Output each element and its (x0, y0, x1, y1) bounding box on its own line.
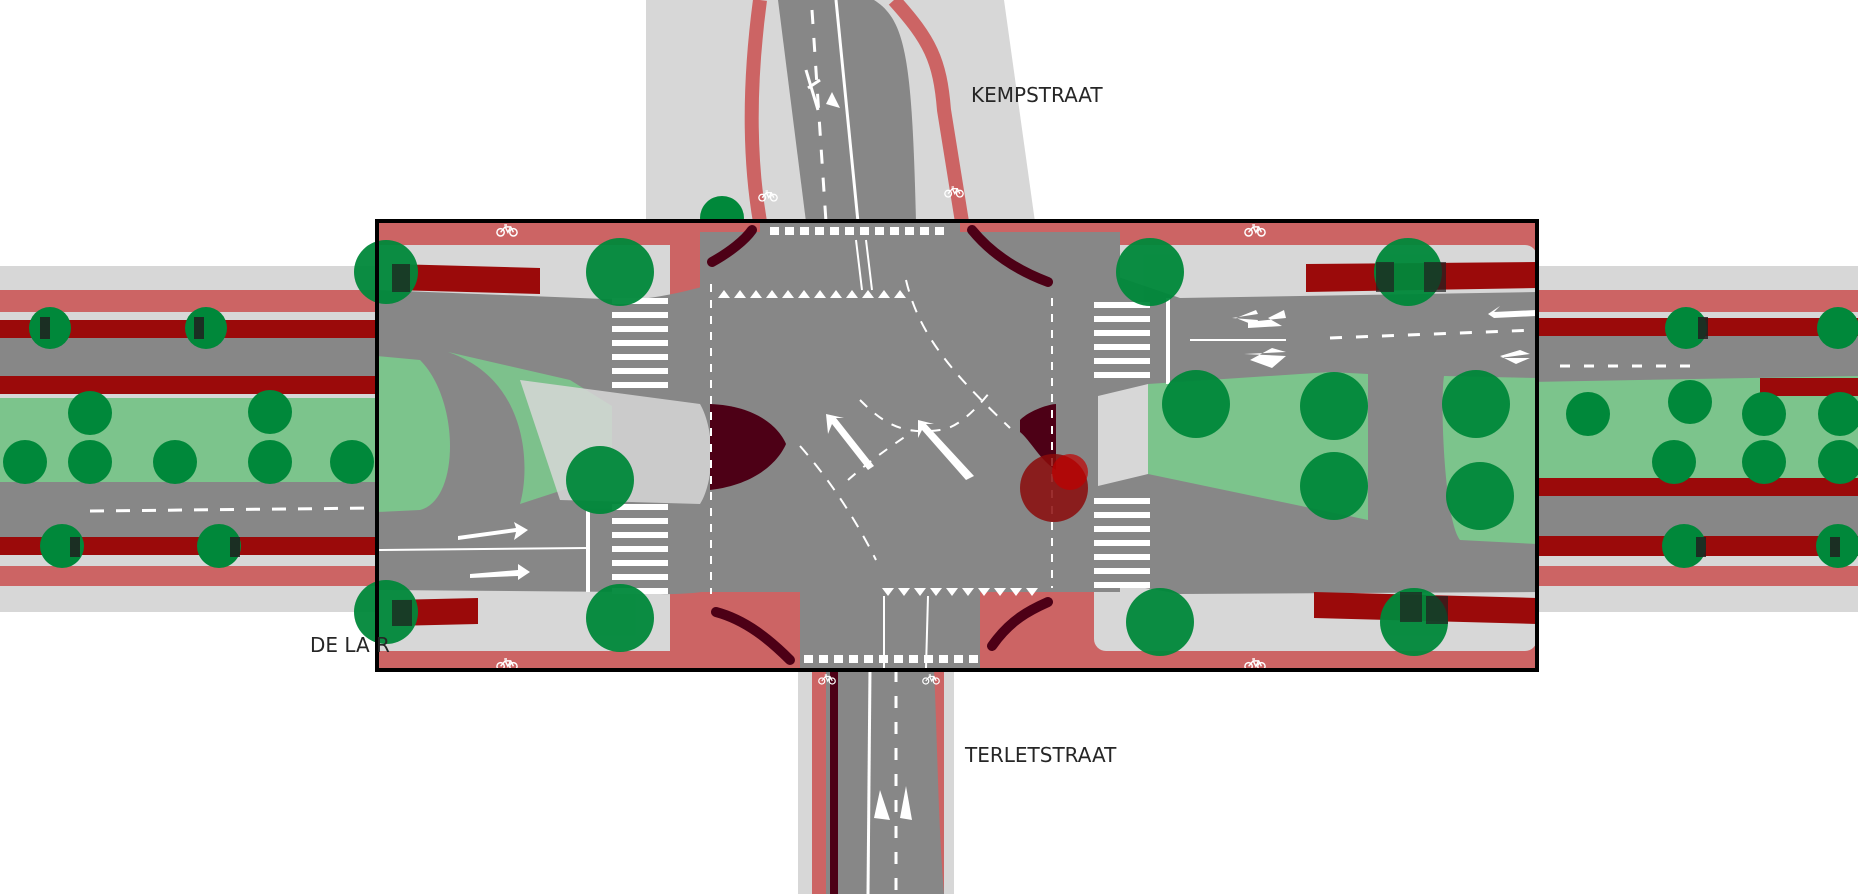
tree-icon (68, 440, 112, 484)
street-label-terletstraat: TERLETSTRAAT (965, 743, 1117, 767)
tree-icon (1116, 238, 1184, 306)
yield-triangles-icon (718, 290, 1038, 596)
east-trees (1566, 307, 1858, 568)
intersection-detail (354, 219, 1539, 685)
tree-icon (248, 440, 292, 484)
south-road (798, 667, 954, 894)
tree-icon (1162, 370, 1230, 438)
street-label-de-la: DE LA R (310, 633, 390, 657)
tree-icon (1300, 452, 1368, 520)
tree-icon (3, 440, 47, 484)
tree-icon (1446, 462, 1514, 530)
north-road (646, 0, 1035, 240)
tree-icon (153, 440, 197, 484)
tree-icon (1818, 440, 1858, 484)
tree-icon (1566, 392, 1610, 436)
tree-icon (1817, 307, 1858, 349)
tree-icon (1668, 380, 1712, 424)
tree-icon (68, 391, 112, 435)
tree-icon (354, 580, 418, 644)
tree-icon (1818, 392, 1858, 436)
tree-icon (248, 390, 292, 434)
tree-icon (1742, 392, 1786, 436)
tree-icon (185, 307, 227, 349)
tree-icon (1126, 588, 1194, 656)
tree-icon (1665, 307, 1707, 349)
tree-icon (566, 446, 634, 514)
lane-arrow-icon (458, 306, 1536, 580)
tree-icon (1442, 370, 1510, 438)
tree-icon (586, 584, 654, 652)
tree-icon (1300, 372, 1368, 440)
street-label-kempstraat: KEMPSTRAAT (971, 83, 1103, 107)
tree-icon (330, 440, 374, 484)
tree-icon (1652, 440, 1696, 484)
tree-icon (1742, 440, 1786, 484)
tree-icon (586, 238, 654, 306)
tree-icon (1662, 524, 1706, 568)
